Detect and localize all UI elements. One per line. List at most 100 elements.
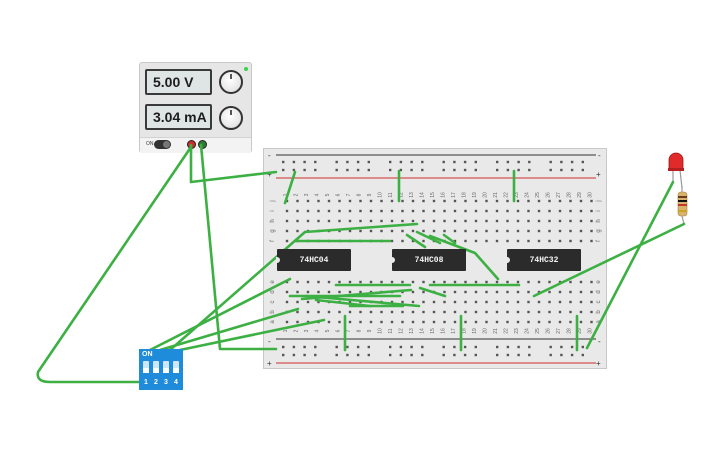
hole [464, 290, 467, 294]
resistor[interactable] [677, 186, 688, 225]
column-number: 18 [462, 192, 468, 198]
hole [569, 199, 572, 203]
column-number: 21 [493, 192, 499, 198]
row-letter: i [270, 210, 276, 211]
wire[interactable] [532, 222, 686, 298]
dip-switch-4[interactable] [173, 361, 179, 373]
chip-74hc32[interactable]: 74HC32 [506, 249, 581, 271]
hole [327, 320, 331, 324]
hole [380, 310, 383, 314]
hole [506, 229, 509, 233]
hole [464, 229, 467, 233]
power-supply[interactable]: 5.00 V 3.04 mA ON [139, 62, 252, 153]
row-letter: g [270, 229, 276, 232]
column-number: 12 [399, 328, 405, 334]
column-number: 16 [441, 328, 447, 334]
rail-hole [442, 353, 445, 357]
wire[interactable] [283, 170, 297, 205]
hole [527, 320, 530, 324]
rail-hole [292, 345, 296, 349]
wire[interactable] [442, 233, 457, 245]
rail-hole [410, 168, 413, 172]
dip-switch[interactable]: ON 1 2 3 4 [139, 349, 183, 390]
hole [527, 199, 530, 203]
rail-symbol: + [267, 170, 272, 179]
hole [485, 199, 488, 203]
wire[interactable] [36, 145, 193, 384]
row-letter: f [270, 240, 276, 242]
rail-hole [367, 168, 370, 172]
hole [548, 280, 551, 284]
wire[interactable] [178, 318, 326, 352]
chip-74hc04[interactable]: 74HC04 [276, 249, 351, 271]
hole [348, 310, 352, 314]
rail-hole [474, 345, 477, 349]
hole [579, 229, 583, 233]
hole [569, 219, 572, 223]
hole [369, 310, 373, 314]
hole [306, 280, 310, 284]
rail-hole [463, 160, 467, 164]
dip-switch-3[interactable] [163, 361, 169, 373]
dip-switch-2[interactable] [153, 361, 159, 373]
hole [548, 199, 551, 203]
hole [380, 280, 383, 284]
wire[interactable] [303, 222, 419, 234]
dip-number: 3 [164, 379, 168, 386]
rail-hole [528, 345, 531, 349]
hole [485, 310, 488, 314]
wire[interactable] [158, 307, 300, 352]
wire[interactable] [418, 286, 447, 298]
chip-label: 74HC04 [299, 255, 329, 265]
led[interactable] [668, 152, 684, 189]
rail-hole [549, 353, 552, 357]
hole [422, 209, 425, 213]
wire[interactable] [304, 294, 421, 308]
hole [474, 320, 478, 324]
dip-number: 4 [174, 379, 178, 386]
rail-hole [453, 160, 456, 164]
hole [443, 300, 446, 304]
rail-hole [581, 168, 584, 172]
hole [495, 229, 499, 233]
hole [306, 219, 310, 223]
hole [359, 320, 362, 324]
dip-switch-1[interactable] [143, 361, 149, 373]
hole [422, 320, 425, 324]
wire[interactable] [199, 143, 278, 351]
wire[interactable] [428, 234, 500, 281]
hole [327, 219, 331, 223]
hole [590, 320, 593, 324]
hole [443, 320, 446, 324]
rail-hole [442, 168, 445, 172]
chip-74hc08[interactable]: 74HC08 [391, 249, 466, 271]
hole [485, 320, 488, 324]
rail-symbol: + [596, 170, 601, 179]
hole [579, 209, 583, 213]
column-number: 25 [535, 328, 541, 334]
hole [474, 280, 478, 284]
wire[interactable] [415, 230, 442, 245]
wires[interactable] [36, 143, 686, 384]
hole [422, 199, 425, 203]
hole [306, 199, 310, 203]
wire[interactable] [585, 180, 675, 350]
hole [485, 300, 488, 304]
rail-hole [367, 345, 370, 349]
power-switch[interactable] [154, 140, 171, 149]
current-knob[interactable] [219, 106, 243, 130]
rail-hole [335, 353, 338, 357]
hole [390, 280, 394, 284]
hole [390, 229, 394, 233]
hole [306, 310, 310, 314]
hole [527, 310, 530, 314]
wire[interactable] [148, 277, 292, 352]
wire[interactable] [189, 143, 278, 184]
wire[interactable] [405, 233, 427, 249]
hole [590, 199, 593, 203]
voltage-knob[interactable] [219, 70, 243, 94]
hole [411, 320, 415, 324]
hole [390, 239, 394, 243]
hole [411, 280, 415, 284]
